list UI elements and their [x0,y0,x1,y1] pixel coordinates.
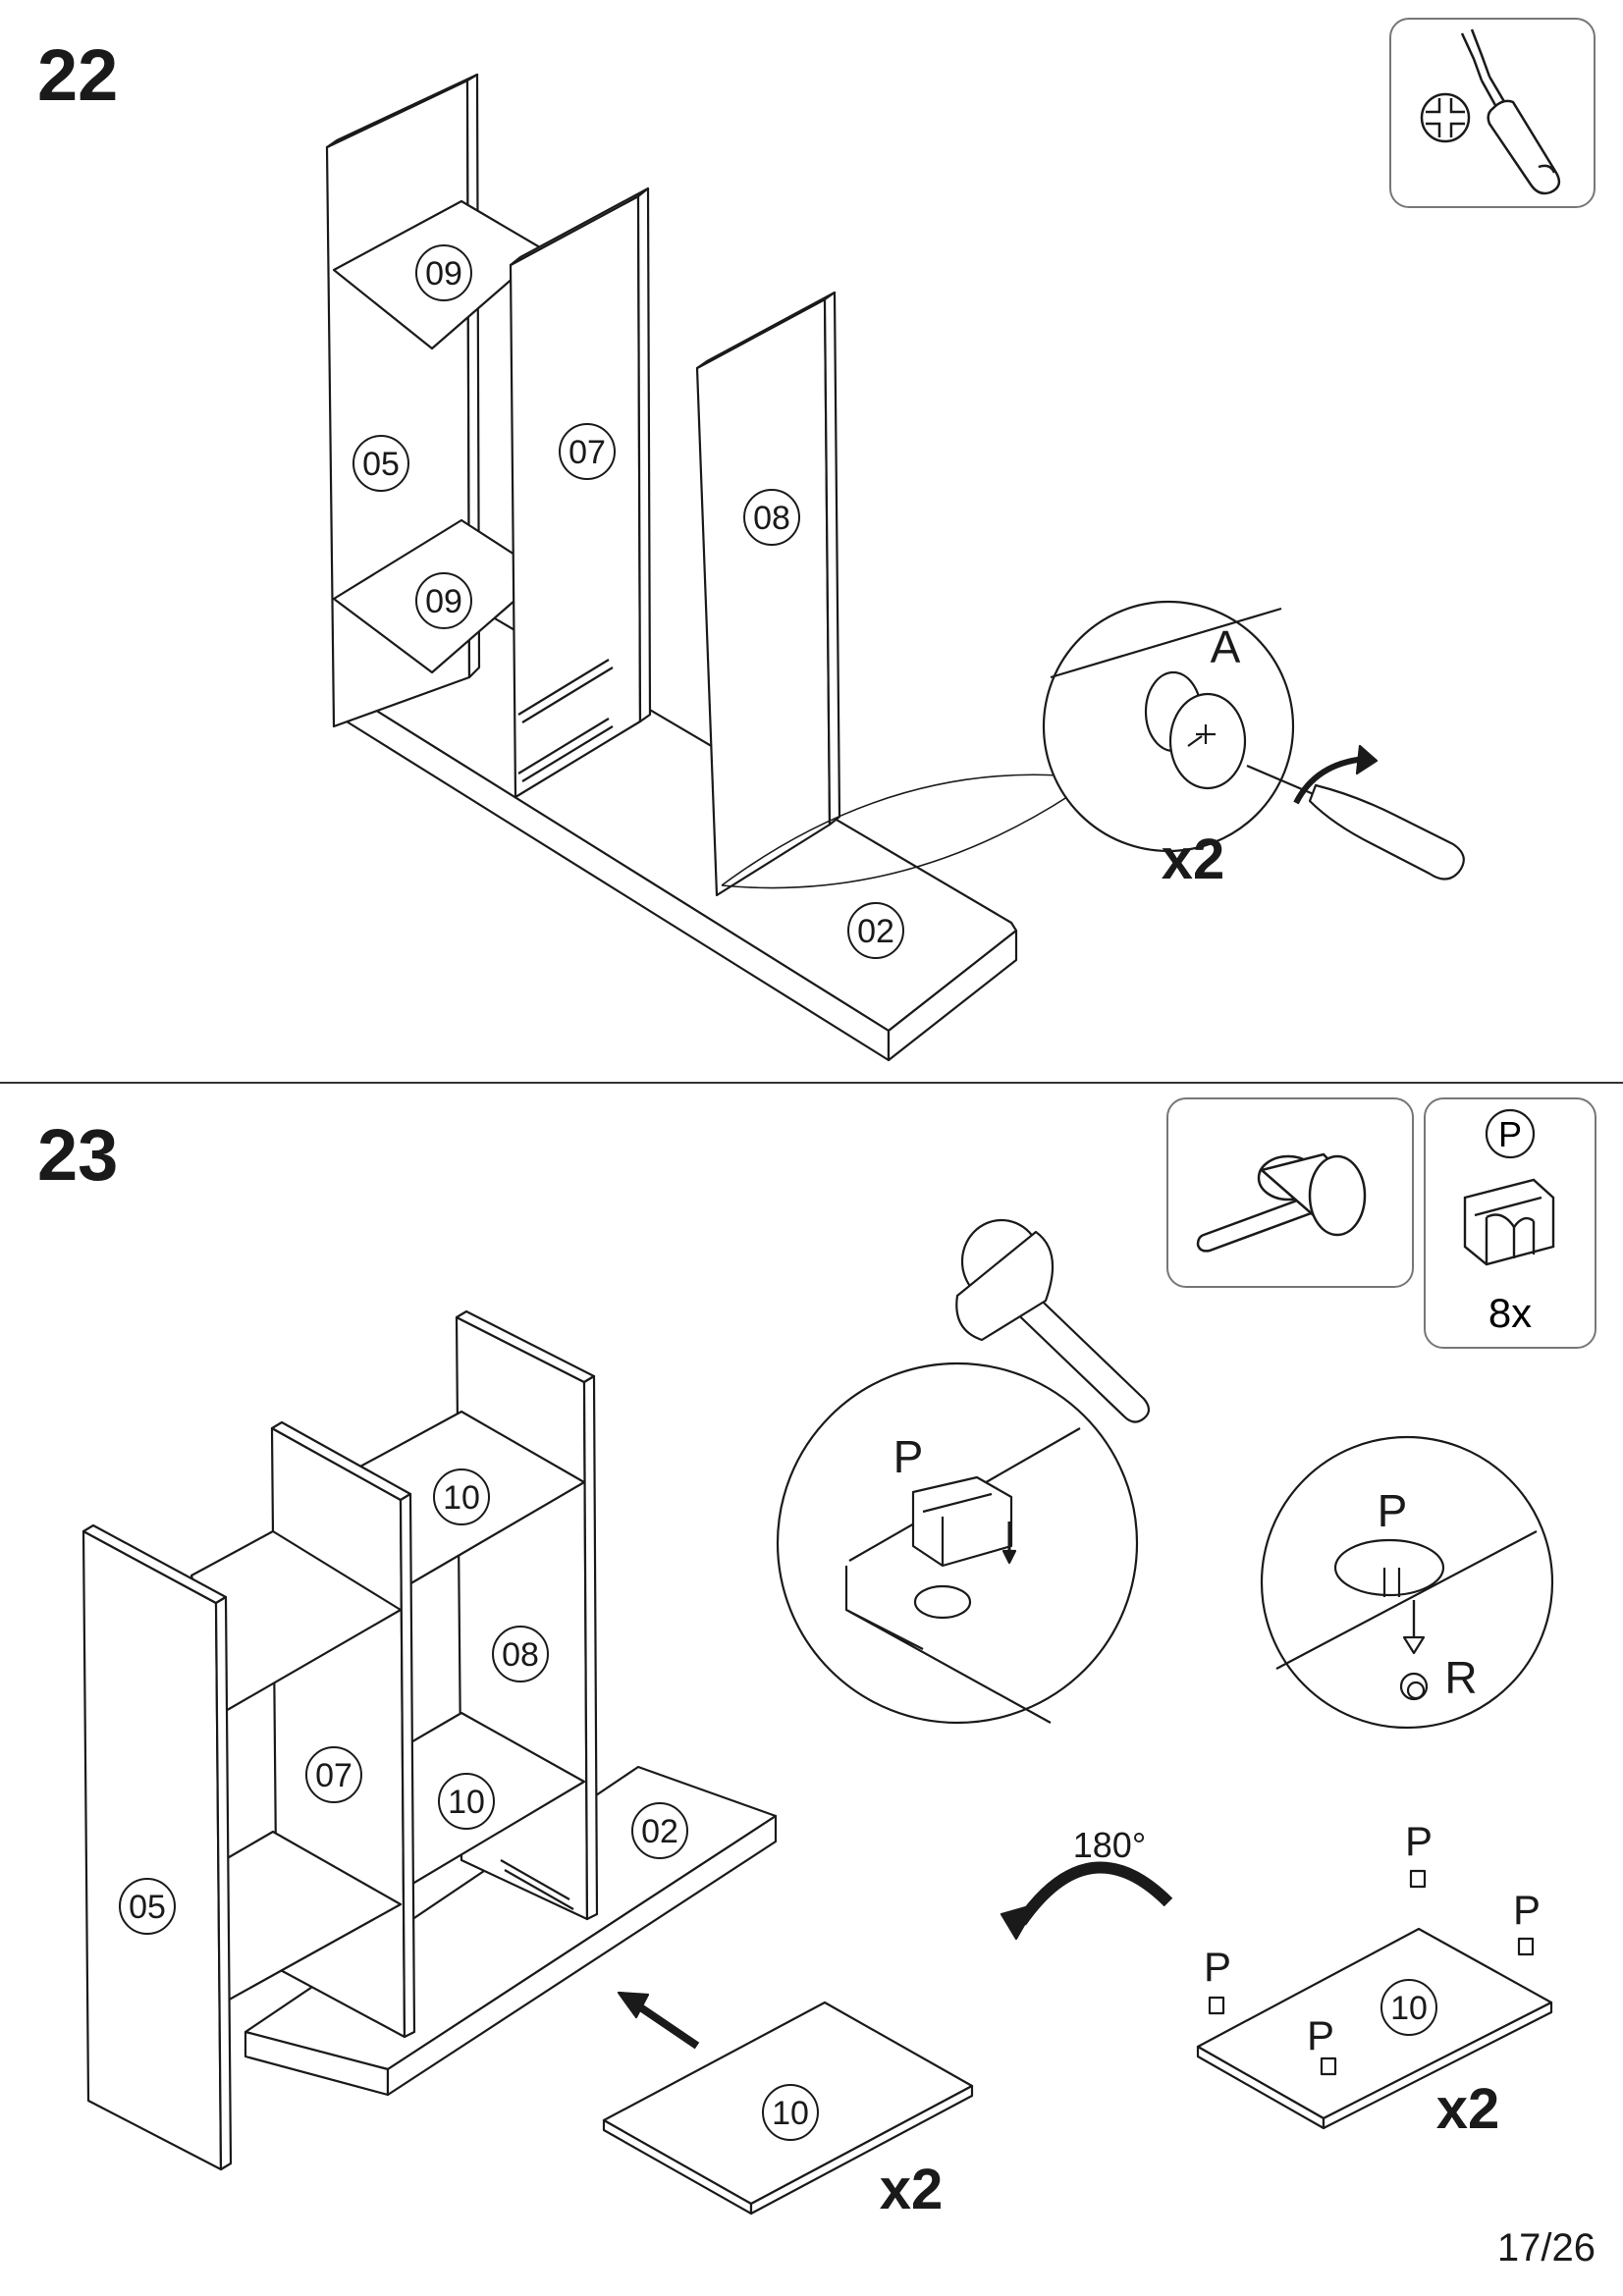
rotation-label: 180° [1073,1825,1146,1865]
detail-right-label-r: R [1444,1652,1477,1703]
part-label-10-top: 10 [443,1479,480,1517]
fitting-p-icon [1463,1178,1555,1266]
tool-panel-screwdriver [1389,18,1596,208]
shelf-fitting-label-2: P [1307,2012,1334,2058]
mallet-in-use-icon [955,1218,1151,1423]
quantity-x2-fitted-shelf: x2 [1436,2077,1500,2141]
step-23-illustration: 10 08 07 10 02 05 10 10 P P R 180° P P P… [81,1218,1554,2221]
quantity-x2-step22: x2 [1162,828,1225,891]
phillips-screwdriver-icon [1420,28,1561,195]
part-label-07-step23: 07 [315,1757,352,1794]
detail-left-label-p: P [893,1431,924,1482]
detail-right-label-p: P [1378,1485,1408,1536]
step-23-number: 23 [37,1114,119,1196]
part-label-10-loose: 10 [772,2095,809,2132]
tool-panel-mallet [1166,1097,1414,1288]
part-label-05-step23: 05 [129,1889,166,1926]
fitting-box-label-p: P [1498,1114,1522,1154]
step-22-illustration: 09 05 07 09 08 02 A x2 [325,73,1465,1062]
mallet-icon [1196,1152,1367,1253]
part-label-10-lower: 10 [448,1784,485,1821]
part-label-08: 08 [753,500,790,537]
back-panel-08 [695,297,832,897]
side-panel-05-step23 [81,1529,223,2171]
part-label-08-step23: 08 [502,1636,539,1674]
step-22-number: 22 [37,34,119,116]
part-label-07: 07 [568,434,606,471]
part-label-02: 02 [857,913,894,950]
part-label-05: 05 [362,446,400,483]
fitting-label-a: A [1211,621,1241,672]
part-label-09-top: 09 [425,255,462,293]
shelf-fitting-label-1: P [1204,1944,1231,1990]
shelf-fitting-label-3: P [1405,1818,1433,1864]
quantity-x2-loose-shelf: x2 [880,2158,944,2221]
part-label-09-bottom: 09 [425,583,462,620]
shelf-fitting-label-4: P [1513,1887,1541,1933]
part-label-10-fitted: 10 [1390,1990,1428,2027]
fitting-panel-p: P 8x [1424,1097,1596,1349]
fitting-box-count: 8x [1488,1290,1532,1336]
part-label-02-step23: 02 [641,1813,678,1850]
page-number: 17/26 [1496,2226,1596,2269]
step-divider [0,1082,1623,1084]
